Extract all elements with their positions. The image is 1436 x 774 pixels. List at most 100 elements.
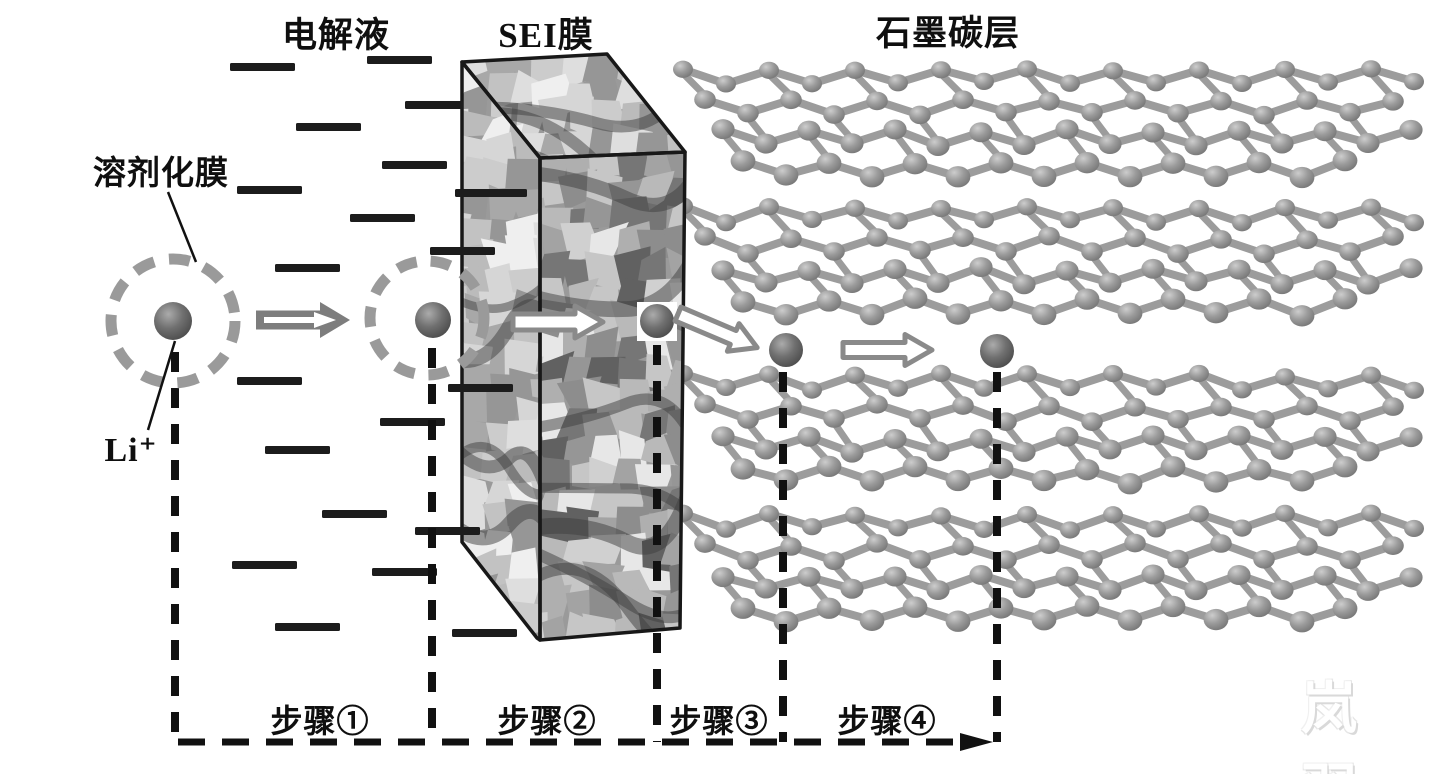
carbon-atom: [1203, 471, 1229, 493]
carbon-atom: [1203, 302, 1229, 324]
carbon-atom: [1270, 133, 1294, 154]
carbon-atom: [1146, 74, 1166, 92]
carbon-atom: [888, 212, 908, 230]
carbon-atom: [823, 105, 845, 124]
carbon-atom: [1167, 549, 1189, 569]
carbon-atom: [883, 428, 907, 449]
sei-texture-patch: [488, 653, 519, 689]
sei-texture-patch: [614, 54, 653, 57]
carbon-atom: [1356, 441, 1380, 462]
carbon-atom: [945, 166, 971, 188]
electrolyte-molecules: [230, 56, 527, 637]
carbon-atom: [909, 409, 931, 428]
watermark: 岚羽: [1301, 679, 1362, 774]
sei-texture-patch: [666, 359, 685, 390]
sei-texture-patch: [582, 54, 627, 83]
li-ion-sphere-4: [769, 333, 803, 367]
carbon-atom: [716, 520, 736, 538]
carbon-atom: [1098, 272, 1122, 293]
carbon-atom: [1189, 364, 1209, 383]
sei-dark-streak: [462, 504, 540, 546]
carbon-atom: [1038, 396, 1060, 416]
carbon-atom: [759, 198, 779, 216]
carbon-atom: [1141, 122, 1165, 143]
carbon-atom: [1275, 199, 1295, 217]
carbon-atom: [737, 551, 759, 570]
carbon-atom: [1296, 91, 1318, 110]
graphite-layers: [673, 60, 1424, 633]
sei-texture-patch: [432, 107, 461, 128]
carbon-atom: [823, 551, 845, 571]
carbon-atom: [859, 609, 885, 631]
carbon-atom: [694, 394, 716, 414]
carbon-atom: [1210, 397, 1232, 417]
carbon-atom: [1289, 470, 1315, 492]
step-flow-arrowhead: [960, 733, 993, 751]
sei-texture-patch: [692, 146, 732, 187]
electrolyte-label: 电解液: [281, 16, 391, 55]
carbon-atom: [716, 214, 736, 232]
electrolyte-molecule-bar: [237, 377, 302, 385]
carbon-atom: [711, 567, 735, 588]
carbon-atom: [780, 229, 802, 249]
carbon-atom: [995, 102, 1017, 122]
carbon-atom: [1012, 441, 1036, 462]
carbon-atom: [1103, 506, 1123, 524]
carbon-atom: [1253, 244, 1275, 264]
carbon-atom: [1382, 92, 1404, 111]
carbon-atom: [866, 91, 888, 111]
electrolyte-molecule-bar: [265, 446, 330, 454]
sei-texture-patch: [634, 54, 681, 61]
carbon-atom: [1318, 519, 1338, 537]
electrolyte-molecule-bar: [382, 161, 447, 169]
carbon-atom: [1399, 258, 1423, 279]
carbon-atom: [1160, 456, 1186, 478]
carbon-atom: [952, 536, 974, 556]
carbon-atom: [1253, 549, 1275, 569]
transport-arrows: [256, 302, 935, 368]
electrolyte-molecule-bar: [367, 56, 432, 64]
carbon-atom: [759, 61, 779, 79]
carbon-atom: [1318, 211, 1338, 229]
sei-texture-patch: [540, 637, 567, 640]
carbon-atom: [1227, 565, 1251, 585]
carbon-atom: [1146, 213, 1166, 231]
step-4-label: 步骤④: [837, 703, 937, 739]
transport-arrow-1-inner: [264, 312, 336, 328]
li-ion-sphere-5: [980, 334, 1014, 368]
carbon-atom: [802, 75, 822, 93]
carbon-atom: [754, 578, 778, 599]
carbon-atom: [888, 519, 908, 537]
carbon-atom: [945, 610, 971, 632]
sei-film-label: SEI膜: [498, 16, 594, 55]
graphite-sheet-2: [673, 197, 1424, 327]
carbon-atom: [1339, 242, 1361, 261]
carbon-atom: [1074, 152, 1100, 174]
carbon-bond-chain: [681, 509, 1416, 534]
carbon-atom: [1246, 595, 1272, 618]
carbon-atom: [1031, 609, 1057, 631]
carbon-atom: [1313, 426, 1337, 447]
sei-texture-patch: [462, 54, 464, 88]
carbon-atom: [859, 470, 885, 492]
carbon-atom: [1332, 597, 1358, 620]
electrolyte-molecule-bar: [455, 189, 527, 197]
carbon-atom: [1246, 151, 1272, 174]
carbon-atom: [1098, 579, 1122, 600]
electrolyte-molecule-bar: [405, 101, 463, 109]
sei-dark-streak: [540, 393, 685, 451]
carbon-atom: [730, 458, 756, 480]
carbon-atom: [1141, 258, 1165, 279]
carbon-atom: [1399, 119, 1423, 140]
carbon-atom: [1160, 595, 1186, 618]
carbon-atom: [1160, 288, 1186, 310]
electrolyte-molecule-bar: [296, 123, 361, 131]
carbon-atom: [759, 505, 779, 523]
carbon-atom: [866, 534, 888, 553]
carbon-atom: [1227, 425, 1251, 446]
carbon-atom: [969, 122, 993, 143]
carbon-atom: [1339, 102, 1361, 122]
electrolyte-molecule-bar: [372, 568, 437, 576]
sei-texture-patch: [478, 632, 525, 640]
carbon-atom: [802, 210, 822, 229]
